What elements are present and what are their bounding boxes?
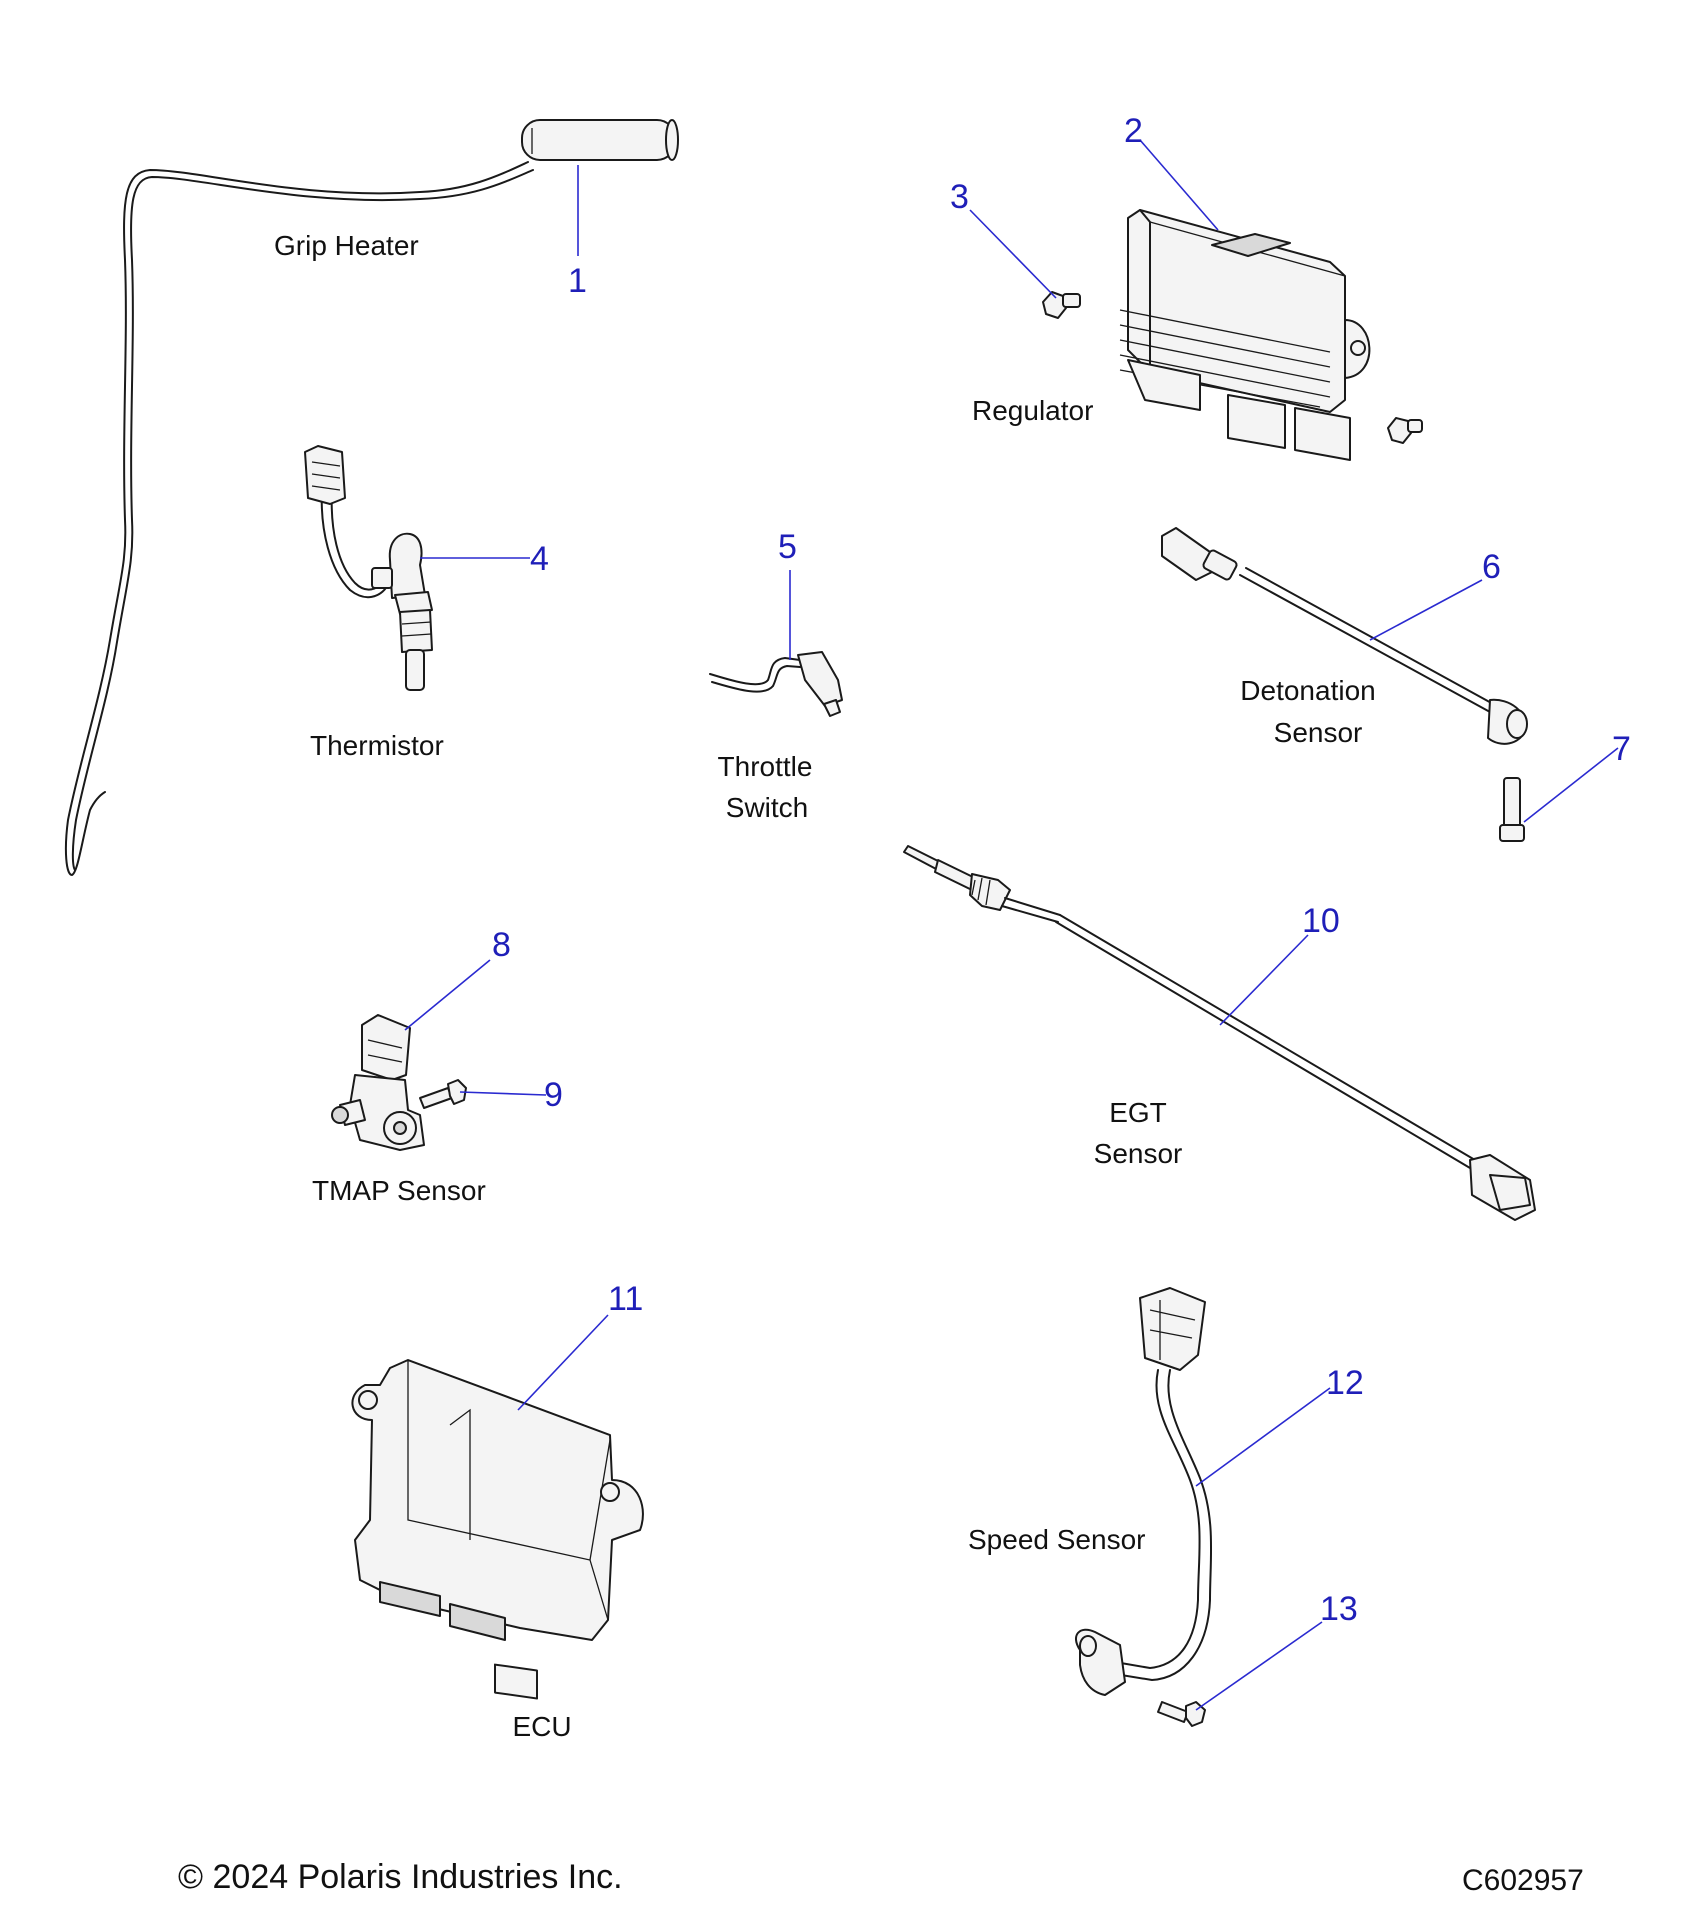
copyright-text: © 2024 Polaris Industries Inc.: [178, 1858, 623, 1896]
leader-11: [517, 1314, 609, 1411]
ecu-part[interactable]: [351, 1359, 644, 1700]
callout-7: 7: [1612, 730, 1631, 768]
label-tmap-sensor: TMAP Sensor: [312, 1175, 486, 1206]
label-throttle-switch-line2: Switch: [726, 792, 808, 823]
callout-5: 5: [778, 528, 797, 566]
leader-8: [404, 959, 491, 1031]
screw-9-part[interactable]: [419, 1079, 467, 1109]
label-detonation-sensor-line2: Sensor: [1274, 717, 1363, 748]
screw-regulator-second[interactable]: [1387, 417, 1423, 444]
callout-11: 11: [608, 1280, 643, 1318]
throttle-switch-part[interactable]: [709, 651, 843, 717]
callout-1: 1: [568, 262, 587, 300]
callout-8: 8: [492, 926, 511, 964]
callout-6: 6: [1482, 548, 1501, 586]
leader-13: [1195, 1621, 1323, 1711]
callout-4: 4: [530, 540, 549, 578]
grip-heater-part[interactable]: [64, 119, 679, 876]
leader-7: [1523, 747, 1619, 823]
screw-3-part[interactable]: [1042, 291, 1081, 319]
callout-10: 10: [1302, 902, 1340, 940]
speed-sensor-part[interactable]: [1075, 1287, 1213, 1696]
callout-13: 13: [1320, 1590, 1358, 1628]
label-thermistor: Thermistor: [310, 730, 444, 761]
callout-9: 9: [544, 1076, 563, 1114]
leader-6: [1369, 579, 1483, 641]
egt-sensor-part[interactable]: [903, 845, 1536, 1221]
detonation-sensor-part[interactable]: [1161, 527, 1528, 745]
callout-12: 12: [1326, 1364, 1364, 1402]
leader-9: [459, 1091, 547, 1096]
callout-3: 3: [950, 178, 969, 216]
part-labels: Grip Heater Regulator Thermistor Throttl…: [274, 230, 1376, 1742]
callout-2: 2: [1124, 112, 1143, 150]
tmap-sensor-part[interactable]: [331, 1014, 425, 1151]
thermistor-part[interactable]: [304, 445, 433, 691]
screw-13-part[interactable]: [1157, 1701, 1206, 1727]
label-egt-sensor-line1: EGT: [1109, 1097, 1167, 1128]
drawing-code: C602957: [1462, 1864, 1584, 1897]
bolt-7-part[interactable]: [1499, 777, 1525, 842]
label-ecu: ECU: [512, 1711, 571, 1742]
label-speed-sensor: Speed Sensor: [968, 1524, 1145, 1555]
footer: © 2024 Polaris Industries Inc. C602957: [178, 1858, 1584, 1897]
label-grip-heater: Grip Heater: [274, 230, 419, 261]
label-throttle-switch-line1: Throttle: [718, 751, 813, 782]
label-egt-sensor-line2: Sensor: [1094, 1138, 1183, 1169]
leader-10: [1219, 934, 1309, 1026]
label-detonation-sensor-line1: Detonation: [1240, 675, 1375, 706]
leader-12: [1195, 1387, 1331, 1487]
regulator-part[interactable]: [1119, 209, 1371, 461]
leader-2: [1139, 139, 1219, 231]
leader-lines: [404, 139, 1619, 1711]
label-regulator: Regulator: [972, 395, 1093, 426]
callout-numbers: 1 2 3 4 5 6 7 8 9 10 11 12 13: [492, 112, 1631, 1628]
leader-3: [969, 209, 1057, 299]
